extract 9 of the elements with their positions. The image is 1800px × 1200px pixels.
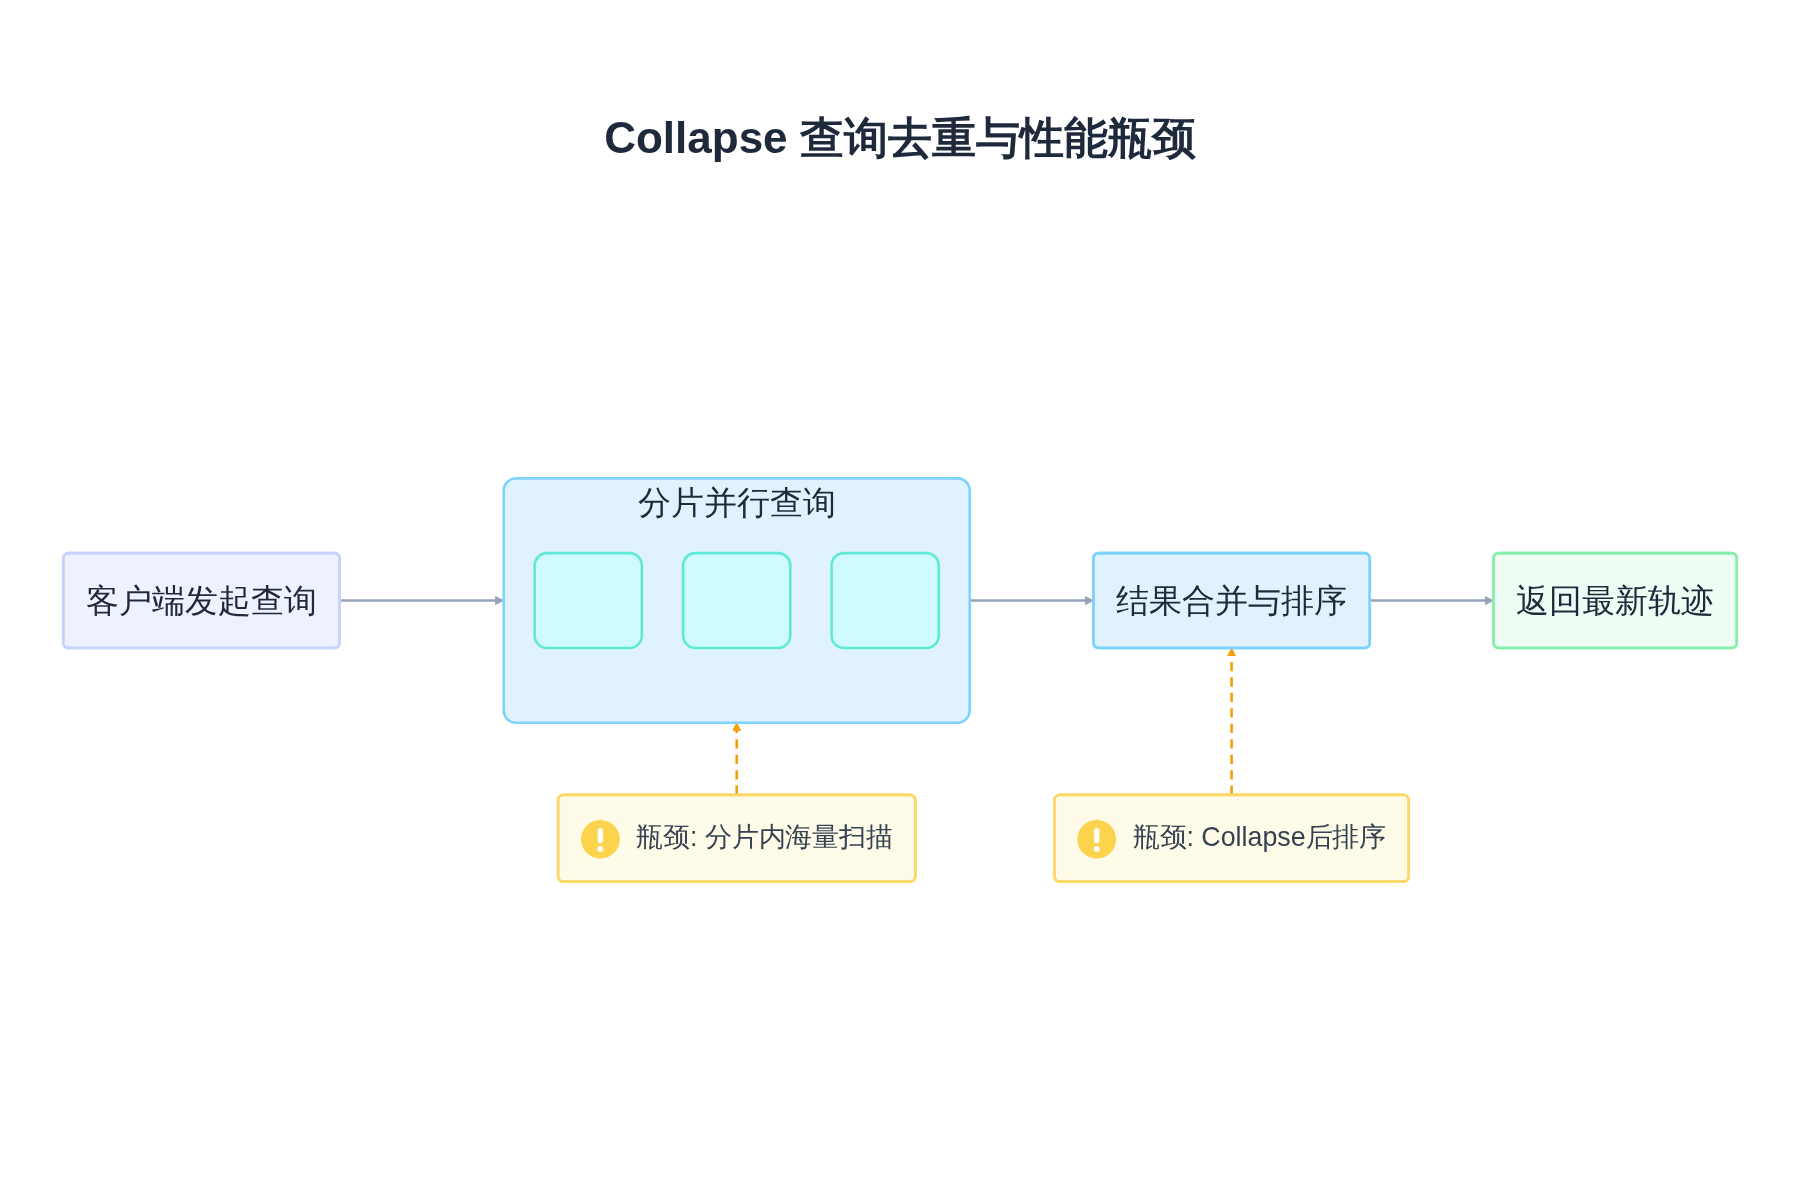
arrow <box>732 722 742 795</box>
arrow <box>1369 596 1494 606</box>
diagram-title: Collapse 查询去重与性能瓶颈 <box>604 112 1196 164</box>
node-box <box>681 551 792 650</box>
arrow <box>969 596 1094 606</box>
node-box <box>830 551 941 650</box>
cluster: 分片并行查询 <box>502 477 971 724</box>
arrow <box>1227 647 1237 795</box>
node-box <box>533 551 644 650</box>
